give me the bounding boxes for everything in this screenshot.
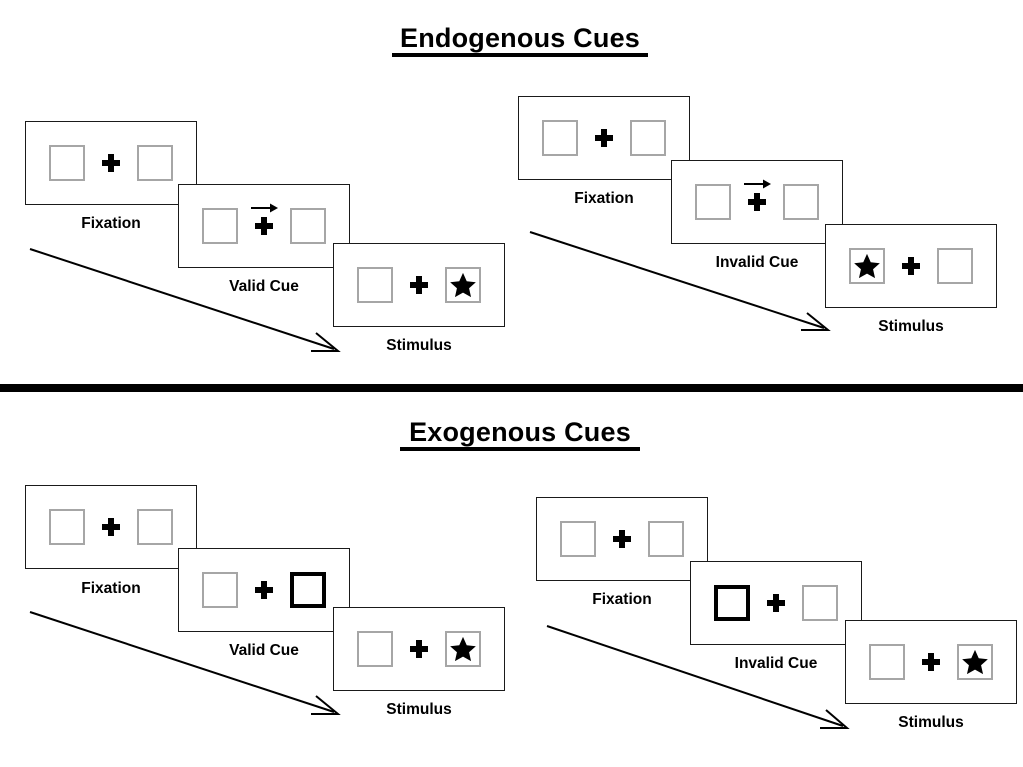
stimulus-row xyxy=(560,521,684,557)
left-placeholder-box xyxy=(49,145,85,181)
left-placeholder-box xyxy=(542,120,578,156)
plus-icon xyxy=(410,276,428,294)
panel-label-stimulus: Stimulus xyxy=(386,337,452,354)
panel-endogenous-invalid-stimulus[interactable] xyxy=(825,224,997,308)
panel-content xyxy=(537,498,707,580)
stimulus-row xyxy=(695,179,819,220)
plus-icon xyxy=(922,653,940,671)
section-divider-bar xyxy=(0,384,1023,392)
panel-content xyxy=(672,161,842,243)
panel-exogenous-valid-cue[interactable] xyxy=(178,548,350,632)
panel-endogenous-invalid-fixation[interactable] xyxy=(518,96,690,180)
right-placeholder-box xyxy=(290,208,326,244)
left-placeholder-box xyxy=(695,184,731,220)
panel-label-stimulus: Stimulus xyxy=(898,714,964,731)
stimulus-row xyxy=(542,120,666,156)
panel-content xyxy=(846,621,1016,703)
plus-icon xyxy=(613,530,631,548)
panel-content xyxy=(334,244,504,326)
right-placeholder-box xyxy=(137,509,173,545)
panel-label-stimulus: Stimulus xyxy=(878,318,944,335)
star-icon xyxy=(450,636,476,662)
panel-label-valid-cue: Valid Cue xyxy=(229,642,299,659)
left-placeholder-box xyxy=(357,631,393,667)
left-placeholder-box xyxy=(49,509,85,545)
left-placeholder-box xyxy=(202,208,238,244)
star-icon xyxy=(854,253,880,279)
plus-icon xyxy=(767,594,785,612)
panel-label-invalid-cue: Invalid Cue xyxy=(715,254,799,271)
panel-content xyxy=(179,549,349,631)
panel-content xyxy=(691,562,861,644)
right-target-box xyxy=(445,267,481,303)
panel-endogenous-valid-fixation[interactable] xyxy=(25,121,197,205)
stimulus-row xyxy=(869,644,993,680)
panel-label-fixation: Fixation xyxy=(81,580,141,597)
plus-icon xyxy=(255,581,273,599)
panel-exogenous-valid-stimulus[interactable] xyxy=(333,607,505,691)
stimulus-row xyxy=(849,248,973,284)
left-placeholder-box xyxy=(560,521,596,557)
right-placeholder-box xyxy=(630,120,666,156)
arrow-right-icon xyxy=(744,179,771,189)
stimulus-row xyxy=(49,509,173,545)
right-target-box xyxy=(445,631,481,667)
panel-exogenous-valid-fixation[interactable] xyxy=(25,485,197,569)
plus-icon xyxy=(902,257,920,275)
stimulus-row xyxy=(357,631,481,667)
left-placeholder-box xyxy=(202,572,238,608)
panel-label-fixation: Fixation xyxy=(81,215,141,232)
panel-label-valid-cue: Valid Cue xyxy=(229,278,299,295)
right-placeholder-box xyxy=(137,145,173,181)
right-placeholder-box xyxy=(783,184,819,220)
panel-exogenous-invalid-fixation[interactable] xyxy=(536,497,708,581)
stimulus-row xyxy=(202,203,326,244)
diagonal-arrow-icon xyxy=(29,611,341,715)
panel-endogenous-valid-cue[interactable] xyxy=(178,184,350,268)
right-cued-box xyxy=(290,572,326,608)
plus-icon xyxy=(102,518,120,536)
diagonal-arrow-icon xyxy=(29,248,341,352)
panel-exogenous-invalid-stimulus[interactable] xyxy=(845,620,1017,704)
panel-content xyxy=(519,97,689,179)
right-placeholder-box xyxy=(802,585,838,621)
stimulus-row xyxy=(49,145,173,181)
star-icon xyxy=(962,649,988,675)
right-placeholder-box xyxy=(937,248,973,284)
right-placeholder-box xyxy=(648,521,684,557)
stimulus-row xyxy=(357,267,481,303)
panel-content xyxy=(334,608,504,690)
left-target-box xyxy=(849,248,885,284)
right-target-box xyxy=(957,644,993,680)
panel-content xyxy=(26,486,196,568)
left-placeholder-box xyxy=(357,267,393,303)
plus-icon xyxy=(595,129,613,147)
diagonal-arrow-icon xyxy=(529,231,831,331)
star-icon xyxy=(450,272,476,298)
panel-endogenous-valid-stimulus[interactable] xyxy=(333,243,505,327)
plus-icon xyxy=(744,179,771,211)
panel-content xyxy=(26,122,196,204)
panel-endogenous-invalid-cue[interactable] xyxy=(671,160,843,244)
stimulus-row xyxy=(714,585,838,621)
stimulus-row xyxy=(202,572,326,608)
panel-label-invalid-cue: Invalid Cue xyxy=(734,655,818,672)
panel-label-fixation: Fixation xyxy=(574,190,634,207)
plus-icon xyxy=(410,640,428,658)
diagonal-arrow-icon xyxy=(546,625,850,729)
panel-label-fixation: Fixation xyxy=(592,591,652,608)
plus-icon xyxy=(251,203,278,235)
panel-content xyxy=(826,225,996,307)
panel-exogenous-invalid-cue[interactable] xyxy=(690,561,862,645)
plus-icon xyxy=(102,154,120,172)
arrow-right-icon xyxy=(251,203,278,213)
left-placeholder-box xyxy=(869,644,905,680)
left-cued-box xyxy=(714,585,750,621)
section-title-endogenous: Endogenous Cues xyxy=(392,24,648,58)
section-title-exogenous: Exogenous Cues xyxy=(400,418,640,452)
panel-label-stimulus: Stimulus xyxy=(386,701,452,718)
